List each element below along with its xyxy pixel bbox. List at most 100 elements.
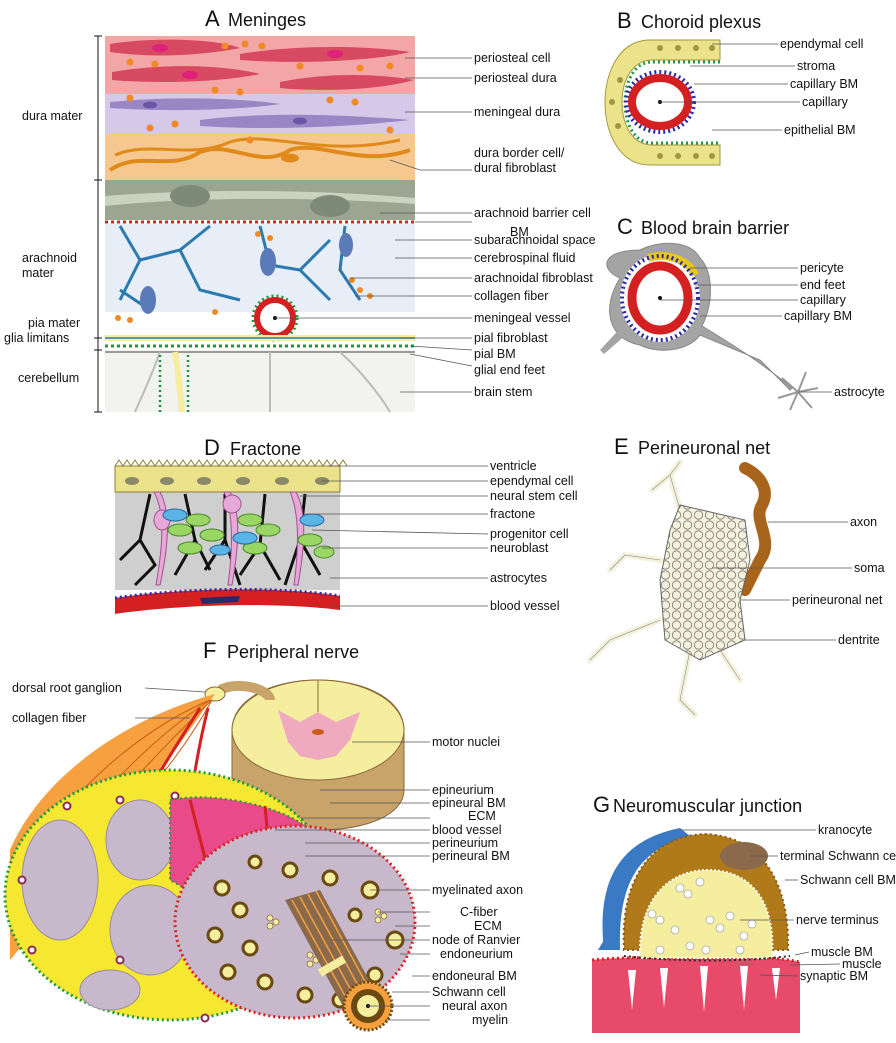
axon-e [745, 468, 765, 590]
layer-brackets [94, 36, 102, 412]
label-pericyte: pericyte [800, 261, 844, 275]
label-node-of-ranvier: node of Ranvier [432, 933, 520, 947]
label-capillary-b: capillary [802, 95, 849, 109]
cell-nucleus [170, 185, 210, 207]
label-pial-fibroblast: pial fibroblast [474, 331, 548, 345]
arachnoidal-fibroblast-cell [339, 233, 353, 257]
label-glial-end-feet: glial end feet [474, 363, 545, 377]
label-periosteal-cell: periosteal cell [474, 51, 550, 65]
label-capillary-bm-c: capillary BM [784, 309, 852, 323]
cell-nucleus [281, 154, 299, 163]
label-soma: soma [854, 561, 885, 575]
label-perineurium: perineurium [432, 836, 498, 850]
panel-g: G Neuromuscular junction kranocyte termi… [592, 792, 896, 1033]
label-perineuronal-net: perineuronal net [792, 593, 883, 607]
label-epineural-bm: epineural BM [432, 796, 506, 810]
label-neural-axon: neural axon [442, 999, 507, 1013]
panel-b: B Choroid plexus ependymal cell stroma c… [605, 8, 863, 165]
label-fractone: fractone [490, 507, 535, 521]
kranocyte-tip [598, 940, 604, 950]
panel-a: A Meninges [4, 6, 596, 412]
panel-f: F Peripheral nerve [5, 638, 523, 1030]
label-neuroblast: neuroblast [490, 541, 549, 555]
label-endoneural-bm: endoneural BM [432, 969, 517, 983]
ependymal-cilia [115, 460, 347, 466]
label-astrocytes: astrocytes [490, 571, 547, 585]
panel-d-title: Fractone [230, 439, 301, 459]
perineuronal-net [660, 505, 750, 660]
label-epineurium: epineurium [432, 783, 494, 797]
cell-nucleus [327, 50, 343, 58]
label-ependymal-cell-b: ependymal cell [780, 37, 863, 51]
side-label-arachnoid: arachnoidmater [22, 251, 77, 280]
label-schwann-cell-bm: Schwann cell BM [800, 873, 896, 887]
label-neural-stem-cell: neural stem cell [490, 489, 578, 503]
label-astrocyte: astrocyte [834, 385, 885, 399]
label-subarachnoidal-space: subarachnoidal space [474, 233, 596, 247]
panel-f-letter: F [203, 638, 216, 663]
arachnoidal-fibroblast-cell [260, 248, 276, 276]
label-progenitor-cell: progenitor cell [490, 527, 569, 541]
label-collagen-fiber: collagen fiber [474, 289, 548, 303]
arachnoidal-fibroblast-cell [140, 286, 156, 314]
label-pial-bm: pial BM [474, 347, 516, 361]
central-canal [312, 729, 324, 735]
side-label-cerebellum: cerebellum [18, 371, 79, 385]
label-arachnoid-barrier-cell: arachnoid barrier cell [474, 206, 591, 220]
label-capillary-bm-b: capillary BM [790, 77, 858, 91]
panel-c-letter: C [617, 214, 633, 239]
label-end-feet: end feet [800, 278, 846, 292]
label-stroma: stroma [797, 59, 835, 73]
panel-a-letter: A [205, 6, 220, 31]
panel-d-letter: D [204, 435, 220, 460]
label-arachnoidal-fibroblast: arachnoidal fibroblast [474, 271, 593, 285]
ependymal-layer-d [115, 466, 340, 492]
side-label-pia: pia mater [28, 316, 80, 330]
label-dura-border-cell: dura border cell/ [474, 146, 565, 160]
label-periosteal-dura: periosteal dura [474, 71, 557, 85]
label-dorsal-root-ganglion: dorsal root ganglion [12, 681, 122, 695]
panel-b-letter: B [617, 8, 632, 33]
label-dentrite: dentrite [838, 633, 880, 647]
label-kranocyte: kranocyte [818, 823, 872, 837]
label-collagen-fiber-f: collagen fiber [12, 711, 86, 725]
label-brain-stem: brain stem [474, 385, 532, 399]
label-endoneurium: endoneurium [440, 947, 513, 961]
cell-nucleus [152, 44, 168, 52]
label-terminal-schwann-cell: terminal Schwann cell [780, 849, 896, 863]
label-cerebrospinal-fluid: cerebrospinal fluid [474, 251, 575, 265]
panel-c-title: Blood brain barrier [641, 218, 789, 238]
label-blood-vessel-f: blood vessel [432, 823, 502, 837]
label-motor-nuclei: motor nuclei [432, 735, 500, 749]
label-meningeal-vessel: meningeal vessel [474, 311, 571, 325]
side-label-arachnoid-text: arachnoid [22, 251, 77, 265]
side-label-glia: glia limitans [4, 331, 69, 345]
label-axon-e: axon [850, 515, 877, 529]
label-nerve-terminus: nerve terminus [796, 913, 879, 927]
panel-c: C Blood brain barrier pericyte end feet … [600, 214, 885, 410]
panel-b-title: Choroid plexus [641, 12, 761, 32]
cell-nucleus [310, 195, 350, 217]
astrocyte-star [778, 372, 818, 410]
panel-e: E Perineuronal net axon soma perineurona… [590, 434, 885, 715]
label-capillary-c: capillary [800, 293, 847, 307]
label-myelin: myelin [472, 1013, 508, 1027]
panel-g-title: Neuromuscular junction [613, 796, 802, 816]
panel-a-title: Meninges [228, 10, 306, 30]
label-epithelial-bm: epithelial BM [784, 123, 856, 137]
capillary-point [658, 296, 662, 300]
label-myelinated-axon: myelinated axon [432, 883, 523, 897]
panel-e-letter: E [614, 434, 629, 459]
side-label-dura: dura mater [22, 109, 82, 123]
label-schwann-cell: Schwann cell [432, 985, 506, 999]
cell-nucleus [143, 102, 157, 109]
cell-nucleus [293, 118, 307, 125]
panel-d: D Fractone ventricle ependymal cell [115, 435, 578, 614]
label-ependymal-cell-d: ependymal cell [490, 474, 573, 488]
label-ventricle: ventricle [490, 459, 537, 473]
label-ecm-1: ECM [468, 809, 496, 823]
label-meningeal-dura: meningeal dura [474, 105, 560, 119]
label-dural-fibroblast: dural fibroblast [474, 161, 557, 175]
cell-nucleus [182, 71, 198, 79]
